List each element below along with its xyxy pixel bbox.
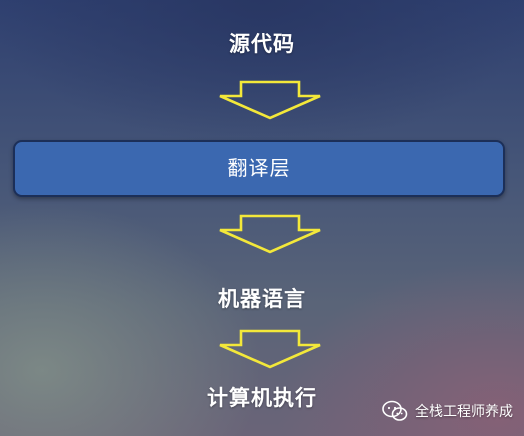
source-code-label: 源代码 [229, 32, 295, 56]
down-arrow-icon [219, 80, 321, 120]
watermark: 全栈工程师养成 [382, 399, 513, 423]
translation-layer-box: 翻译层 [13, 140, 505, 197]
computer-execution-label: 计算机执行 [207, 386, 317, 410]
down-arrow-icon [219, 214, 321, 254]
down-arrow-icon [219, 329, 321, 369]
machine-language-label: 机器语言 [218, 287, 306, 311]
wechat-icon [382, 400, 408, 421]
translation-layer-label: 翻译层 [227, 156, 291, 180]
watermark-text: 全栈工程师养成 [415, 404, 513, 420]
